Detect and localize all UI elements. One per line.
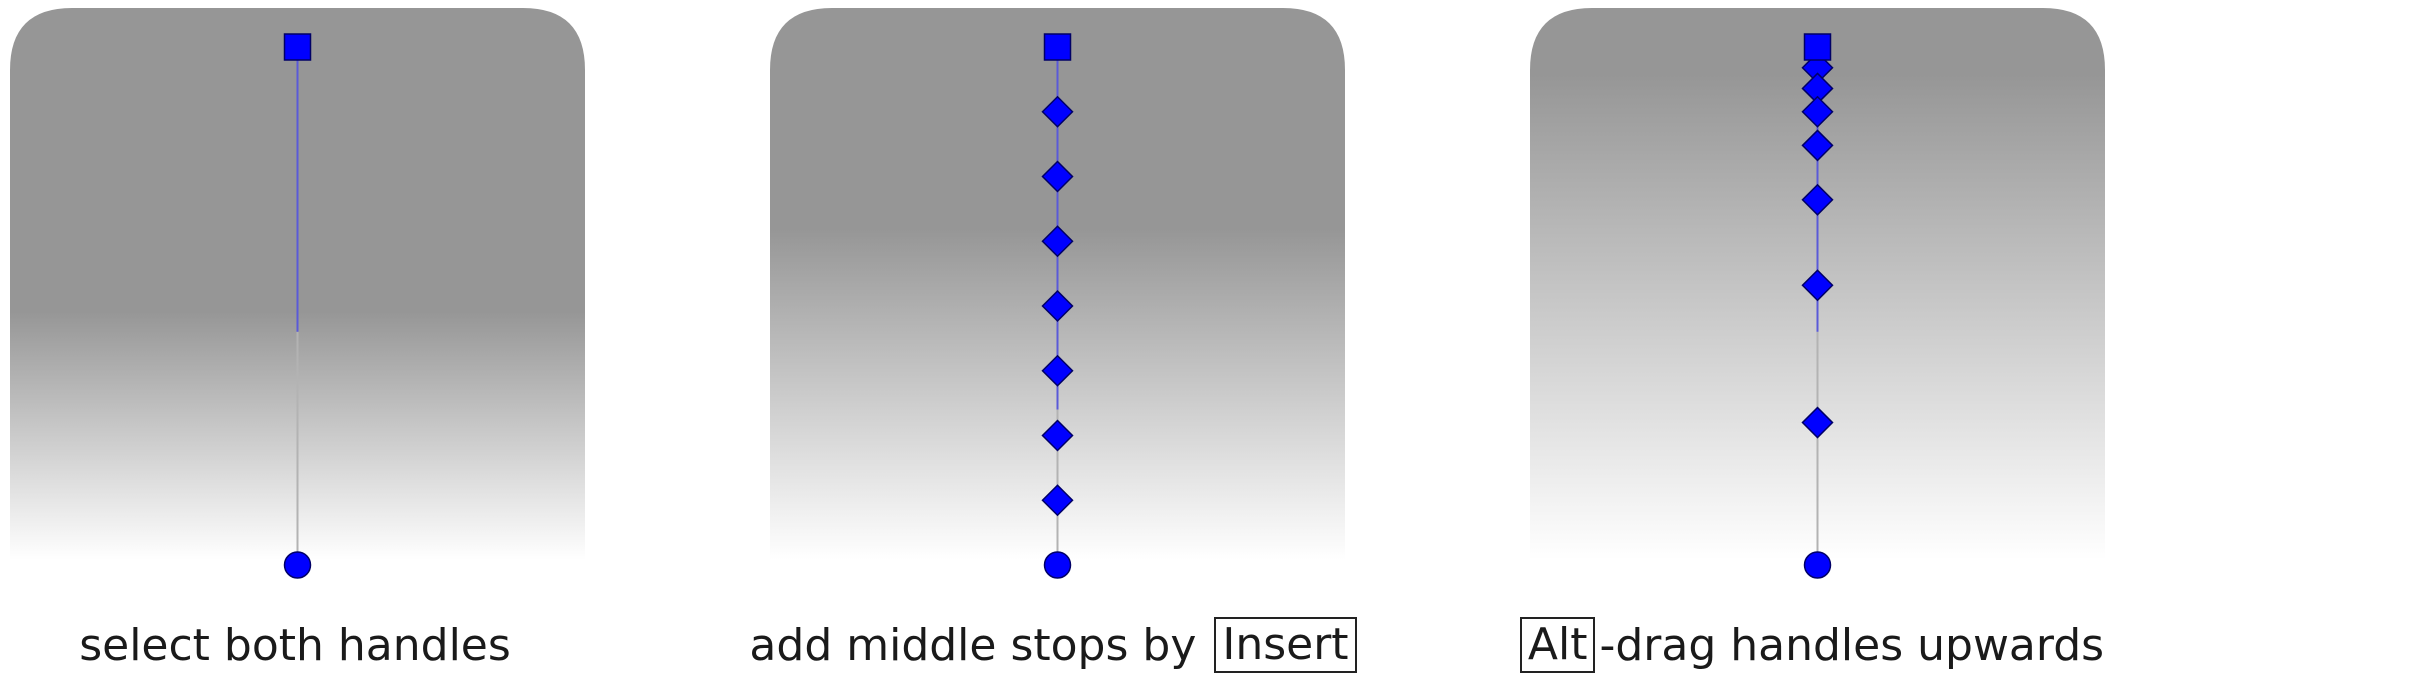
end-handle[interactable]: [283, 551, 312, 579]
middle-stop-handle[interactable]: [1041, 225, 1074, 258]
caption-alt-drag-handles: Alt -drag handles upwards: [1500, 610, 2120, 680]
gradient-panel-2: [770, 8, 1345, 579]
start-handle[interactable]: [1803, 33, 1832, 61]
start-handle[interactable]: [1043, 33, 1072, 61]
middle-stop-handle[interactable]: [1041, 160, 1074, 193]
gradient-panel-3: [1530, 8, 2105, 579]
middle-stop-handle[interactable]: [1801, 406, 1834, 439]
middle-stop-handle[interactable]: [1041, 484, 1074, 517]
caption-select-both-handles: select both handles: [10, 610, 580, 680]
middle-stop-handle[interactable]: [1041, 354, 1074, 387]
middle-stop-handle[interactable]: [1801, 269, 1834, 302]
start-handle[interactable]: [283, 33, 312, 61]
alt-key: Alt: [1519, 617, 1596, 673]
caption-add-middle-stops: add middle stops by Insert: [735, 610, 1375, 680]
middle-stop-handle[interactable]: [1041, 289, 1074, 323]
end-handle[interactable]: [1803, 551, 1832, 579]
middle-stop-handle[interactable]: [1041, 95, 1074, 128]
caption-suffix: -drag handles upwards: [1599, 619, 2105, 671]
middle-stop-handle[interactable]: [1801, 95, 1834, 128]
middle-stop-handle[interactable]: [1801, 129, 1834, 162]
gradient-panel-1: [10, 8, 585, 579]
caption-prefix: add middle stops by: [749, 619, 1211, 671]
middle-stop-handle[interactable]: [1801, 183, 1834, 216]
caption-text: select both handles: [79, 619, 511, 671]
insert-key: Insert: [1214, 617, 1357, 673]
middle-stop-handle[interactable]: [1041, 419, 1074, 452]
end-handle[interactable]: [1043, 551, 1072, 579]
